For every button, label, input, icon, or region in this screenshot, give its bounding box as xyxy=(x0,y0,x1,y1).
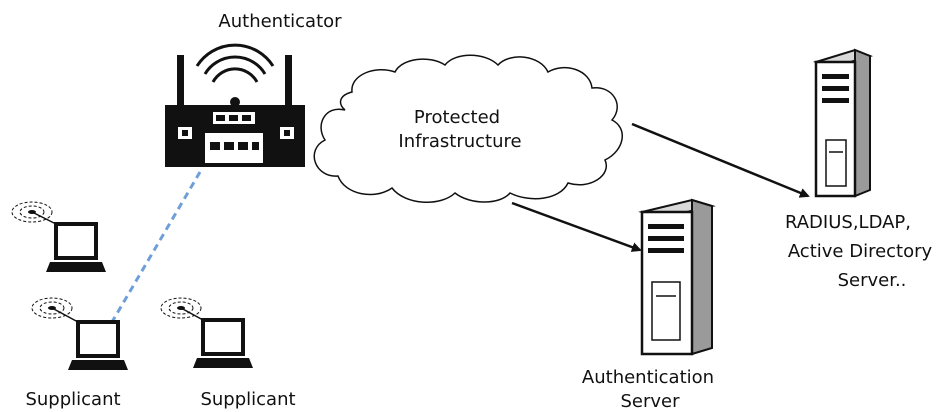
wireless-router-icon xyxy=(165,43,305,167)
cloud-label-line1: Protected xyxy=(414,107,500,128)
radius-server-label-line2: Active Directory xyxy=(788,241,933,262)
authenticator-label: Authenticator xyxy=(218,11,342,32)
laptop-icon xyxy=(31,297,128,370)
laptop-icon xyxy=(11,201,106,272)
supplicant-label-right: Supplicant xyxy=(200,389,295,410)
radius-server-label-line1: RADIUS,LDAP, xyxy=(785,212,911,233)
auth-server-label-line2: Server xyxy=(620,391,680,412)
cloud-label-line2: Infrastructure xyxy=(398,131,521,152)
server-tower-icon xyxy=(638,198,716,356)
auth-server-label-line1: Authentication xyxy=(582,367,714,388)
link-to-radius-server xyxy=(631,122,810,198)
radius-server-label-line3: Server.. xyxy=(838,270,907,291)
server-tower-icon xyxy=(812,48,874,198)
link-to-auth-server xyxy=(511,201,642,252)
cloud-icon xyxy=(313,54,623,204)
wireless-link xyxy=(110,171,202,323)
laptop-icon xyxy=(160,297,253,368)
supplicant-label-left: Supplicant xyxy=(25,389,120,410)
